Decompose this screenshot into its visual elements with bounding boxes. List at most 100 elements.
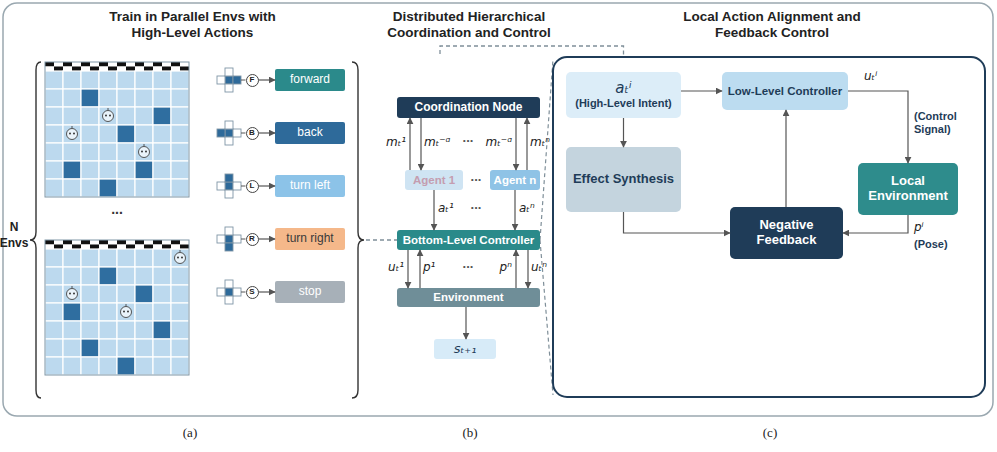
pad-link (241, 292, 246, 293)
annotation-text: ... (463, 257, 474, 272)
panel-title: Local Action Alignment and Feedback Cont… (672, 9, 872, 40)
obstacle-cell (135, 285, 153, 303)
flow-arrow (848, 91, 908, 163)
finish-checker (90, 240, 99, 245)
grid-cell (171, 143, 189, 161)
action-key-circle: F (246, 74, 259, 87)
finish-checker (153, 67, 162, 72)
grid-cell (99, 303, 117, 321)
feedback-box: Negative Feedback (730, 207, 843, 259)
grid-cell (45, 89, 63, 107)
node-text: Bottom-Level Controller (403, 234, 535, 247)
flow-arrow (259, 238, 276, 239)
signal-label: pⁿ (500, 261, 512, 275)
grid-cell (135, 71, 153, 89)
grid-cell (63, 89, 81, 107)
grid-cell (81, 143, 99, 161)
finish-checker (63, 240, 72, 245)
finish-checker (162, 240, 171, 245)
grid-cell (99, 125, 117, 143)
signal-label: mₜ⁻ᵅ (486, 136, 512, 150)
panel-caption: (b) (462, 426, 477, 441)
finish-checker (126, 245, 135, 250)
flow-arrow (259, 291, 276, 292)
grid-cell (81, 321, 99, 339)
node-text: Coordination Node (415, 101, 523, 114)
annotation-text: (Pose) (914, 238, 948, 251)
node-text: Environment (433, 291, 503, 304)
pad-cell (225, 129, 233, 137)
pad-link (241, 186, 246, 187)
grid-cell (45, 267, 63, 285)
node-text: sₜ₊₁ (454, 342, 477, 357)
finish-checker (162, 62, 171, 67)
flow-arrow (785, 110, 786, 207)
pad-cell (225, 137, 233, 145)
grid-cell (99, 357, 117, 375)
grid-cell (81, 107, 99, 125)
grid-cell (45, 125, 63, 143)
grid-cell (63, 339, 81, 357)
grid-cell (171, 179, 189, 197)
outer-frame (3, 3, 993, 416)
finish-checker (117, 67, 126, 72)
grid-cell (81, 161, 99, 179)
grid-cell (99, 285, 117, 303)
obstacle-cell (63, 303, 81, 321)
action-box: turn right (275, 228, 345, 250)
pad-cell (217, 182, 225, 190)
grid-cell (63, 179, 81, 197)
grid-cell (81, 303, 99, 321)
grid-cell (153, 89, 171, 107)
finish-checker (117, 62, 126, 67)
finish-checker (135, 240, 144, 245)
environment-box: Environment (397, 288, 540, 307)
finish-checker (99, 240, 108, 245)
grid-cell (45, 249, 63, 267)
pad-cell (225, 174, 233, 182)
robot-eye (145, 151, 147, 153)
obstacle-cell (153, 107, 171, 125)
finish-checker (45, 67, 54, 72)
finish-checker (153, 62, 162, 67)
finish-checker (135, 67, 144, 72)
node-text: turn left (290, 179, 330, 192)
annotation-text: (Control Signal) (914, 110, 978, 135)
finish-checker (171, 67, 180, 72)
grid-cell (81, 285, 99, 303)
grid-cell (171, 339, 189, 357)
node-text: F (250, 76, 255, 85)
node-text: aₜⁱ (615, 80, 631, 97)
finish-checker (117, 245, 126, 250)
obstacle-cell (117, 125, 135, 143)
grid-cell (135, 125, 153, 143)
flow-arrow (624, 212, 731, 233)
flow-arrow (681, 90, 722, 91)
grid-cell (63, 125, 81, 143)
panel-caption: (a) (183, 426, 197, 441)
node-subtext: (High-Level Intent) (575, 97, 672, 109)
finish-checker (81, 245, 90, 250)
action-box: stop (275, 281, 345, 303)
pad-link (241, 80, 246, 81)
zoom-line (540, 59, 553, 240)
pad-cell (233, 129, 241, 137)
pad-cell (233, 76, 241, 84)
robot-eye (181, 257, 183, 259)
grid-cell (63, 249, 81, 267)
controller-box: Bottom-Level Controller (397, 230, 540, 250)
finish-checker (126, 67, 135, 72)
node-text: forward (290, 73, 330, 86)
coordination-box: Coordination Node (397, 97, 540, 118)
flow-arrow (259, 185, 276, 186)
intent-box: aₜⁱ(High-Level Intent) (566, 72, 681, 118)
obstacle-cell (135, 161, 153, 179)
node-text: L (250, 182, 255, 191)
grid-cell (171, 125, 189, 143)
grid-cell (99, 71, 117, 89)
robot-eye (141, 151, 143, 153)
grid-cell (45, 357, 63, 375)
pad-cell (225, 182, 233, 190)
